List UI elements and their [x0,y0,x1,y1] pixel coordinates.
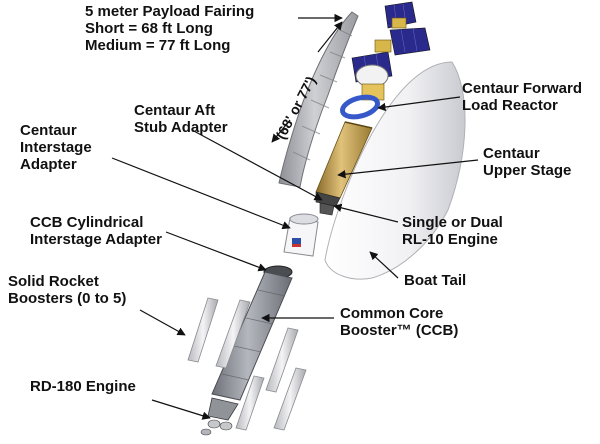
centaur-upper-stage-label-line-2: Upper Stage [483,162,572,179]
rl10-engine-label-line-1: Single or Dual [402,214,503,231]
centaur-upper-stage-label: Centaur Upper Stage [483,145,571,179]
centaur-interstage-adapter-label-line-2: Interstage [20,139,92,156]
rl10-engine-label: Single or Dual RL-10 Engine [402,214,503,248]
payload-fairing-label-line-2: Short = 68 ft Long [85,20,213,37]
centaur-forward-load-reactor-label: Centaur Forward Load Reactor [462,80,582,114]
rd180-engine-label: RD-180 Engine [30,378,136,395]
solid-rocket-boosters-label: Solid Rocket Boosters (0 to 5) [8,273,126,307]
solid-rocket-boosters-label-line-1: Solid Rocket [8,273,99,290]
rd180-engine-label-text: RD-180 Engine [30,378,136,395]
leader-lines [111,13,479,420]
common-core-booster-label: Common Core Booster™ (CCB) [340,305,458,339]
arrow-centaur-aft-stub-adapter [191,129,323,201]
arrow-fairing-length-bottom [271,119,291,143]
centaur-aft-stub-adapter-label: Centaur Aft Stub Adapter [134,102,228,136]
centaur-upper-stage-label-line-1: Centaur [483,145,540,162]
arrow-centaur-interstage-adapter [111,157,291,230]
centaur-forward-load-reactor [339,94,381,120]
arrow-fairing-length-top [317,21,343,53]
centaur-interstage-adapter-label-line-3: Adapter [20,156,77,173]
arrow-boat-tail [369,251,399,279]
centaur-interstage-adapter-label-line-1: Centaur [20,122,77,139]
centaur-forward-load-reactor-label-line-2: Load Reactor [462,97,558,114]
arrow-rd180-engine [151,399,211,420]
arrow-centaur-forward-load-reactor [377,96,461,112]
ccb-cylindrical-interstage-adapter-label-line-1: CCB Cylindrical [30,214,144,231]
ccb-cylindrical-interstage-adapter-label-line-2: Interstage Adapter [30,231,162,248]
satellite-payload [351,1,431,101]
rl10-engine [319,202,335,216]
payload-fairing-right-half [324,61,466,280]
payload-fairing-label-line-3: Medium = 77 ft Long [85,37,231,54]
common-core-booster-label-line-1: Common Core [340,305,444,322]
centaur-forward-load-reactor-label-line-1: Centaur Forward [462,80,583,97]
boat-tail-label: Boat Tail [404,272,466,289]
common-core-booster-label-line-2: Booster™ (CCB) [340,322,459,339]
arrow-ccb-interstage-adapter [165,231,267,272]
arrow-solid-rocket-boosters [139,309,186,336]
solid-rocket-boosters-label-line-2: Boosters (0 to 5) [8,290,127,307]
arrow-rl10-engine [333,203,399,223]
payload-fairing-label: 5 meter Payload Fairing Short = 68 ft Lo… [85,3,254,54]
arrow-centaur-upper-stage [337,159,479,179]
centaur-interstage-adapter [283,213,319,257]
solid-rocket-boosters [187,297,307,431]
rd180-engine [200,397,239,436]
boat-tail-label-text: Boat Tail [404,272,467,289]
ccb-cylindrical-interstage-adapter-label: CCB Cylindrical Interstage Adapter [30,214,162,248]
payload-fairing-left-half [278,11,359,188]
centaur-interstage-adapter-label: Centaur Interstage Adapter [20,122,92,173]
payload-fairing-label-line-1: 5 meter Payload Fairing [85,3,255,20]
rl10-engine-label-line-2: RL-10 Engine [402,231,498,248]
centaur-aft-stub-adapter-label-line-2: Stub Adapter [134,119,228,136]
centaur-aft-stub-adapter-label-line-1: Centaur Aft [134,102,216,119]
